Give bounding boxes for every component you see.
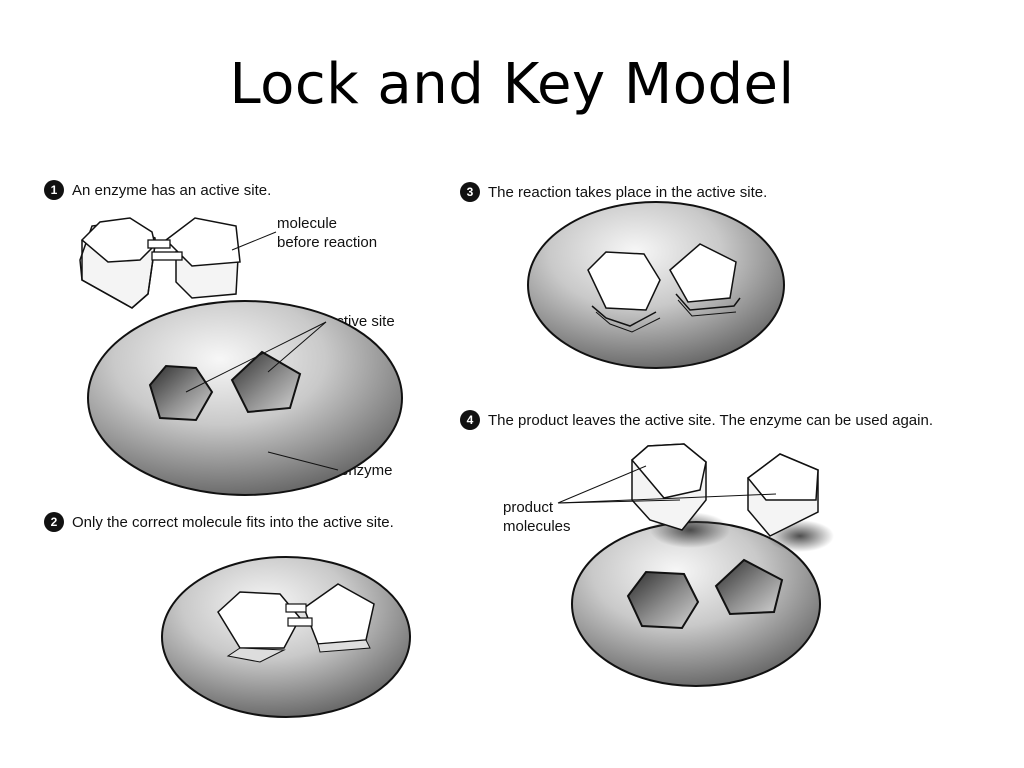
pentagon-substrate-top	[164, 217, 241, 267]
product-pentagon-edge-2	[677, 299, 737, 317]
step-4: 4 The product leaves the active site. Th…	[460, 410, 933, 430]
panel-4-product-release	[557, 443, 834, 687]
connector-bond-upper	[147, 239, 171, 249]
active-site-hexagon	[148, 364, 214, 422]
hexagon-substrate-side	[79, 217, 156, 309]
released-hexagon-top	[630, 443, 707, 499]
panel-1-enzyme	[87, 300, 403, 496]
label-molecule-line2: before reaction	[277, 234, 378, 251]
fitted-bond-lower	[287, 617, 313, 627]
product-pentagon-in-site	[669, 243, 737, 303]
label-product-line1: product	[503, 499, 554, 516]
hexagon-substrate-edge	[81, 240, 156, 309]
step-2-number: 2	[44, 512, 64, 532]
label-product-line2: molecules	[503, 518, 571, 535]
fitted-hexagon-edge	[226, 647, 286, 663]
fitted-bond-upper	[285, 603, 307, 613]
panel-1-molecule	[79, 217, 241, 309]
released-pentagon	[746, 453, 819, 537]
step-1-number: 1	[44, 180, 64, 200]
step-1-text: An enzyme has an active site.	[72, 181, 272, 199]
panel-1-leader-lines	[185, 231, 339, 471]
product-hexagon-edge-2	[595, 311, 661, 333]
connector-bond	[147, 239, 183, 261]
pentagon-substrate-side	[164, 217, 241, 299]
step-1: 1 An enzyme has an active site.	[44, 180, 271, 200]
leader-line-active-site-2	[267, 321, 327, 373]
empty-active-site-pentagon	[714, 558, 784, 616]
connector-bond-lower	[151, 251, 183, 261]
leader-line-product-3	[557, 493, 777, 504]
panel-2-enzyme-substrate-complex	[161, 556, 411, 718]
page-title: Lock and Key Model	[229, 52, 795, 117]
leader-line-molecule	[231, 231, 277, 251]
step-3-text: The reaction takes place in the active s…	[488, 183, 768, 201]
label-molecule-line1: molecule	[277, 215, 338, 232]
product-pentagon-edge	[675, 293, 741, 311]
product-hexagon-edge	[591, 305, 657, 327]
released-hexagon	[630, 443, 707, 531]
empty-active-site-hexagon	[626, 570, 700, 630]
step-4-number: 4	[460, 410, 480, 430]
leader-line-enzyme	[267, 451, 339, 471]
step-3-number: 3	[460, 182, 480, 202]
fitted-pentagon	[303, 583, 375, 645]
step-2-text: Only the correct molecule fits into the …	[72, 513, 394, 531]
step-4-text: The product leaves the active site. The …	[488, 411, 933, 429]
hexagon-substrate-top	[80, 217, 156, 263]
product-hexagon-in-site	[587, 251, 661, 311]
leader-line-product-1	[557, 465, 647, 504]
leader-line-active-site-1	[185, 321, 327, 393]
step-2: 2 Only the correct molecule fits into th…	[44, 512, 394, 532]
label-product-molecules: product molecules	[503, 498, 571, 536]
label-molecule: molecule before reaction	[277, 214, 377, 252]
panel-3-reaction	[527, 201, 785, 369]
fitted-pentagon-edge	[317, 639, 371, 653]
step-3: 3 The reaction takes place in the active…	[460, 182, 767, 202]
released-pentagon-top	[746, 453, 819, 501]
